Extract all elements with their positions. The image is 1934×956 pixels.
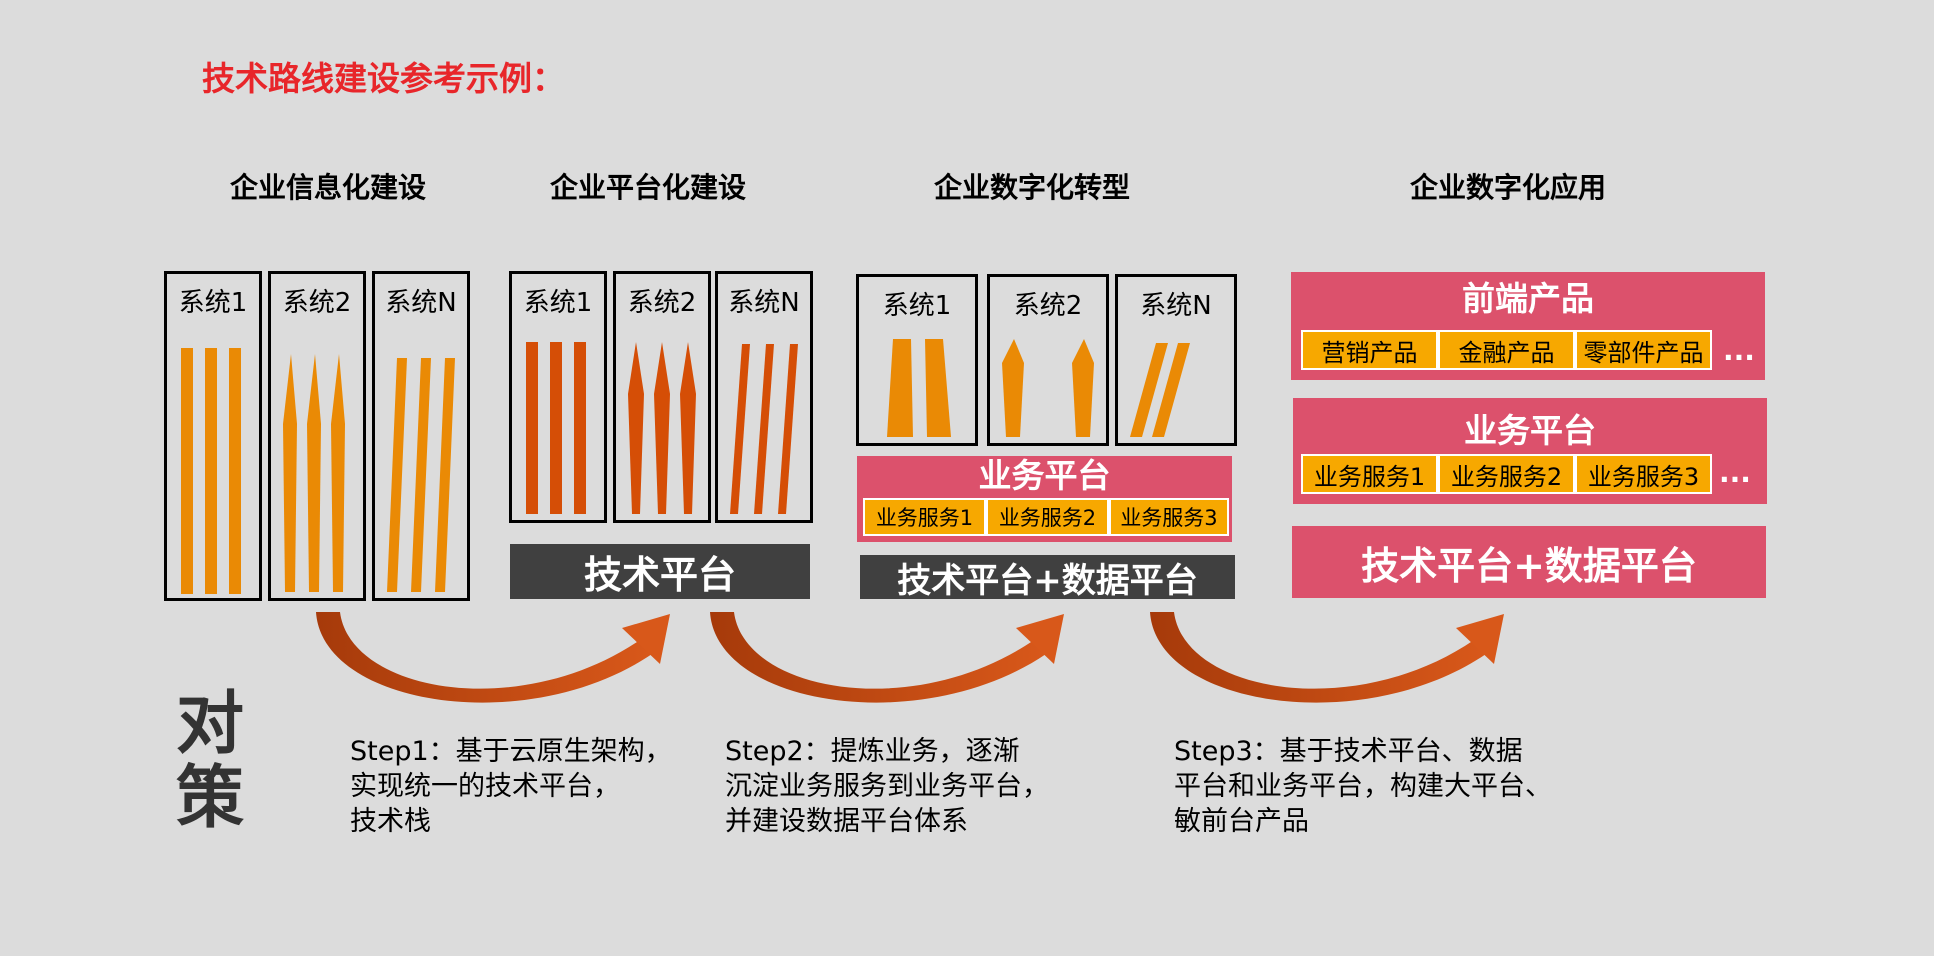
step-line: 技术栈 [350, 806, 431, 837]
system-label: 系统1 [523, 288, 593, 318]
system-box-n: 系统N [372, 271, 470, 601]
system-box-1: 系统1 [856, 274, 978, 446]
business-service-cell: 业务服务3 [1575, 454, 1712, 494]
system-slants-shape [1130, 343, 1190, 437]
step-line: 敏前台产品 [1174, 806, 1309, 837]
system-spikes-shape [1002, 339, 1094, 437]
system-box-2: 系统2 [268, 271, 366, 601]
step3-description: Step3：基于技术平台、数据 平台和业务平台，构建大平台、 敏前台产品 [1174, 734, 1552, 839]
step-line: 实现统一的技术平台， [350, 771, 620, 802]
business-platform-block: 业务平台 业务服务1 业务服务2 业务服务3 [857, 456, 1232, 542]
system-box-1: 系统1 [509, 271, 607, 523]
business-service-row: 业务服务1 业务服务2 业务服务3 [863, 498, 1229, 536]
step2-description: Step2：提炼业务，逐渐 沉淀业务服务到业务平台， 并建设数据平台体系 [725, 734, 1049, 839]
business-platform-title: 业务平台 [978, 456, 1111, 495]
system-label: 系统N [728, 288, 800, 318]
frontend-product-row: 营销产品 金融产品 零部件产品 [1301, 330, 1712, 370]
system-label: 系统2 [282, 288, 352, 318]
curved-arrow-step3 [1150, 612, 1504, 703]
stage-heading-digital-application: 企业数字化应用 [1409, 171, 1606, 204]
system-label: 系统N [385, 288, 457, 318]
countermeasure-char-2: 策 [176, 759, 245, 838]
system-label: 系统2 [1013, 291, 1083, 321]
system-slants-shape [730, 344, 798, 514]
step-line: Step2：提炼业务，逐渐 [725, 736, 1020, 767]
stage-heading-platformization: 企业平台化建设 [549, 171, 746, 204]
frontend-product-cell: 零部件产品 [1575, 330, 1712, 370]
system-label: 系统2 [627, 288, 697, 318]
business-service-cell: 业务服务1 [1301, 454, 1438, 494]
business-service-row: 业务服务1 业务服务2 业务服务3 [1301, 454, 1712, 494]
step1-description: Step1：基于云原生架构， 实现统一的技术平台， 技术栈 [350, 734, 672, 839]
tech-platform-block: 技术平台 [510, 544, 810, 599]
system-label: 系统N [1140, 291, 1212, 321]
step-line: 平台和业务平台，构建大平台、 [1174, 771, 1552, 802]
frontend-product-cell: 金融产品 [1438, 330, 1575, 370]
frontend-products-block: 前端产品 营销产品 金融产品 零部件产品 ... [1291, 272, 1765, 380]
system-box-n: 系统N [715, 271, 813, 523]
tech-data-platform-block: 技术平台+数据平台 [860, 555, 1235, 601]
step-line: 沉淀业务服务到业务平台， [725, 771, 1049, 802]
countermeasure-char-1: 对 [176, 685, 245, 764]
frontend-product-cell: 营销产品 [1301, 330, 1438, 370]
system-box-n: 系统N [1115, 274, 1237, 446]
system-box-1: 系统1 [164, 271, 262, 601]
step-line: Step1：基于云原生架构， [350, 736, 672, 767]
system-bars-shape [181, 348, 241, 594]
system-spikes-shape [628, 342, 696, 514]
business-service-cell: 业务服务2 [1438, 454, 1575, 494]
curved-arrow-step2 [710, 612, 1064, 703]
curved-arrow-step1 [316, 612, 670, 703]
business-service-cell: 业务服务1 [863, 498, 986, 536]
stage-heading-informatization: 企业信息化建设 [229, 171, 426, 204]
stage-heading-digital-transformation: 企业数字化转型 [933, 171, 1130, 204]
system-label: 系统1 [882, 291, 952, 321]
tech-data-platform-title: 技术平台+数据平台 [1361, 543, 1697, 588]
business-service-cell: 业务服务3 [1109, 498, 1229, 536]
business-service-cell: 业务服务2 [986, 498, 1109, 536]
frontend-more-ellipsis: ... [1723, 334, 1755, 367]
business-platform-block-2: 业务平台 业务服务1 业务服务2 业务服务3 ... [1293, 398, 1767, 504]
step-line: 并建设数据平台体系 [725, 806, 968, 837]
system-box-2: 系统2 [613, 271, 711, 523]
system-bars-shape [526, 342, 586, 514]
system-bars-shape [887, 339, 951, 437]
business-more-ellipsis: ... [1719, 456, 1751, 489]
system-box-2: 系统2 [987, 274, 1109, 446]
frontend-products-title: 前端产品 [1462, 279, 1594, 318]
page-title: 技术路线建设参考示例： [202, 59, 565, 98]
system-label: 系统1 [178, 288, 248, 318]
step-line: Step3：基于技术平台、数据 [1174, 736, 1523, 767]
system-slants-shape [387, 358, 455, 592]
business-platform-title: 业务平台 [1464, 411, 1596, 450]
system-spikes-shape [283, 354, 345, 592]
tech-data-platform-block-2: 技术平台+数据平台 [1292, 526, 1766, 598]
